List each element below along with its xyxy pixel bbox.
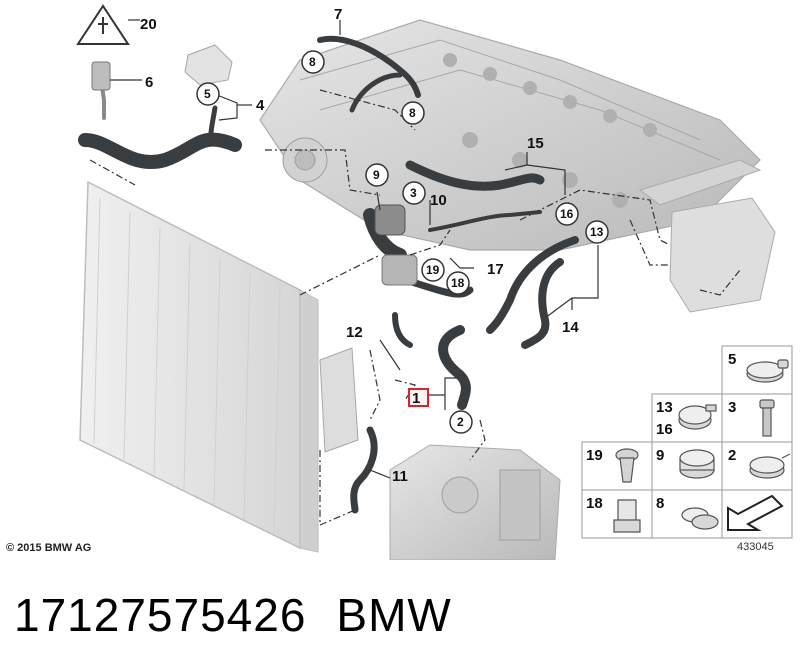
bolt-icon [759, 399, 775, 437]
callout-label-8-right[interactable]: 8 [401, 101, 425, 125]
brand-name: BMW [336, 589, 452, 641]
callout-label-5[interactable]: 5 [196, 82, 220, 106]
parts-grid-labels: 5 13 16 3 19 9 2 18 8 [586, 351, 736, 512]
small-reservoir [184, 44, 233, 86]
svg-text:18: 18 [451, 276, 465, 290]
thermostat-housing [91, 61, 418, 286]
svg-text:19: 19 [426, 263, 440, 277]
svg-text:9: 9 [373, 168, 380, 182]
callout-label-18[interactable]: 18 [446, 271, 470, 295]
part-cell-16-label: 16 [656, 421, 673, 438]
part-cell-9-label: 9 [656, 447, 664, 464]
callout-label-6[interactable]: 6 [145, 74, 153, 91]
part-cell-18-label: 18 [586, 495, 603, 512]
double-clamp-icon [681, 507, 719, 530]
part-cell-19-label: 19 [586, 447, 603, 464]
svg-text:8: 8 [309, 55, 316, 69]
callout-label-12[interactable]: 12 [346, 324, 363, 341]
part-cell-5-label: 5 [728, 351, 736, 368]
clamp-icon [749, 453, 791, 479]
svg-text:8: 8 [409, 106, 416, 120]
heat-exchanger [319, 347, 359, 453]
callout-label-1[interactable]: 1 [408, 388, 429, 407]
part-number: 17127575426 [14, 589, 307, 641]
callout-label-15[interactable]: 15 [527, 135, 544, 152]
leader-lines [89, 89, 741, 526]
callout-label-4[interactable]: 4 [256, 97, 265, 114]
part-cell-2-label: 2 [728, 447, 736, 464]
spring-clamp-icon [678, 404, 717, 430]
cooling-system-diagram: 1 2 3 4 5 6 7 8 8 9 10 11 12 13 14 15 16… [76, 4, 793, 560]
engine-lower-block [389, 444, 561, 560]
arrow-icon [727, 494, 784, 531]
svg-text:13: 13 [590, 225, 604, 239]
callout-label-19[interactable]: 19 [421, 258, 445, 282]
callout-label-14[interactable]: 14 [562, 319, 579, 336]
callout-label-10[interactable]: 10 [430, 192, 447, 209]
callout-label-20[interactable]: 20 [140, 16, 157, 33]
callout-label-11[interactable]: 11 [392, 468, 408, 485]
callout-label-3[interactable]: 3 [402, 181, 426, 205]
part-cell-8-label: 8 [656, 495, 664, 512]
part-caption: 17127575426 BMW [14, 588, 482, 642]
callout-label-17[interactable]: 17 [487, 261, 504, 278]
callout-label-7[interactable]: 7 [334, 6, 342, 23]
warning-triangle-icon [76, 4, 130, 45]
part-cell-3-label: 3 [728, 399, 736, 416]
diagram-id: 433045 [737, 541, 774, 553]
hose-clip-icon [679, 449, 715, 479]
callout-label-16[interactable]: 16 [555, 202, 579, 226]
callout-label-8-top[interactable]: 8 [301, 50, 325, 74]
hose-clamp-icon [746, 359, 789, 383]
part-cell-13-label: 13 [656, 399, 673, 416]
svg-text:3: 3 [410, 186, 417, 200]
expansion-tank [638, 159, 776, 313]
svg-text:1: 1 [412, 390, 420, 407]
callout-label-13[interactable]: 13 [585, 220, 609, 244]
holder-clip-icon [613, 499, 641, 533]
svg-text:2: 2 [457, 415, 464, 429]
svg-text:5: 5 [204, 87, 211, 101]
copyright-notice: © 2015 BMW AG [6, 542, 92, 554]
svg-text:16: 16 [560, 207, 574, 221]
radiator [79, 180, 319, 553]
expanding-rivet-icon [615, 448, 639, 483]
callout-label-2[interactable]: 2 [449, 410, 473, 434]
callout-label-9[interactable]: 9 [365, 163, 389, 187]
callout-leaders [110, 19, 599, 479]
